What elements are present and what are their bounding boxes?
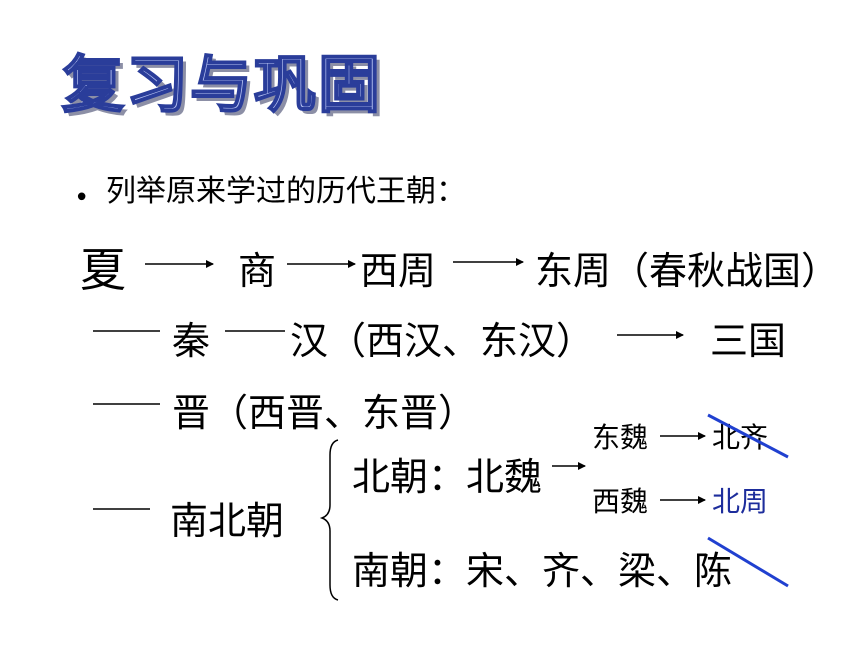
dynasty-xia: 夏 (80, 243, 126, 297)
dynasty-dongzhou: 东周（春秋战国） (535, 249, 840, 293)
dynasty-sanguo: 三国 (710, 319, 787, 363)
dynasty-beizhou: 北周 (712, 485, 769, 518)
dynasty-dongwei: 东魏 (592, 421, 649, 454)
dynasty-nanbeichao: 南北朝 (170, 499, 285, 543)
dynasty-jin: 晋（西晋、东晋） (172, 391, 477, 435)
bullet-text: 列举原来学过的历代王朝： (106, 174, 466, 209)
dynasty-han: 汉（西汉、东汉） (290, 319, 595, 363)
nanchao-label: 南朝：宋、齐、梁、陈 (352, 549, 733, 593)
dynasty-xiwei: 西魏 (592, 485, 649, 518)
page-title: 复习与巩固 (61, 47, 383, 122)
brace-icon (319, 439, 339, 601)
bullet-dot-icon: • (74, 183, 90, 213)
dynasty-shang: 商 (238, 249, 277, 293)
dynasty-beiqi: 北齐 (712, 421, 769, 454)
dynasty-qin: 秦 (172, 319, 211, 363)
beichao-label: 北朝：北魏 (352, 455, 543, 499)
dynasty-xizhou: 西周 (360, 249, 437, 293)
